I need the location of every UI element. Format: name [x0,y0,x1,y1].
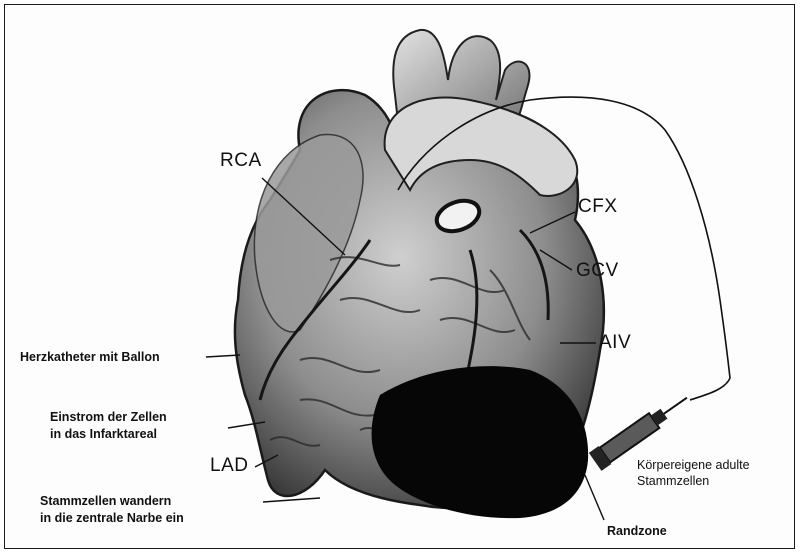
label-border-zone: Randzone [607,524,667,538]
label-rca: RCA [220,150,262,172]
label-influx-line2: in das Infarktareal [50,427,157,441]
label-influx-line1: Einstrom der Zellen [50,410,167,424]
label-cfx: CFX [578,196,618,218]
label-migrate-line2: in die zentrale Narbe ein [40,511,184,525]
label-migrate-line1: Stammzellen wandern [40,494,171,508]
label-catheter: Herzkatheter mit Ballon [20,350,160,364]
label-lad: LAD [210,455,248,477]
label-stemcells-line1: Körpereigene adulte [637,458,750,472]
label-gcv: GCV [576,260,619,282]
label-aiv: AIV [599,332,631,354]
label-stemcells-line2: Stammzellen [637,474,709,488]
